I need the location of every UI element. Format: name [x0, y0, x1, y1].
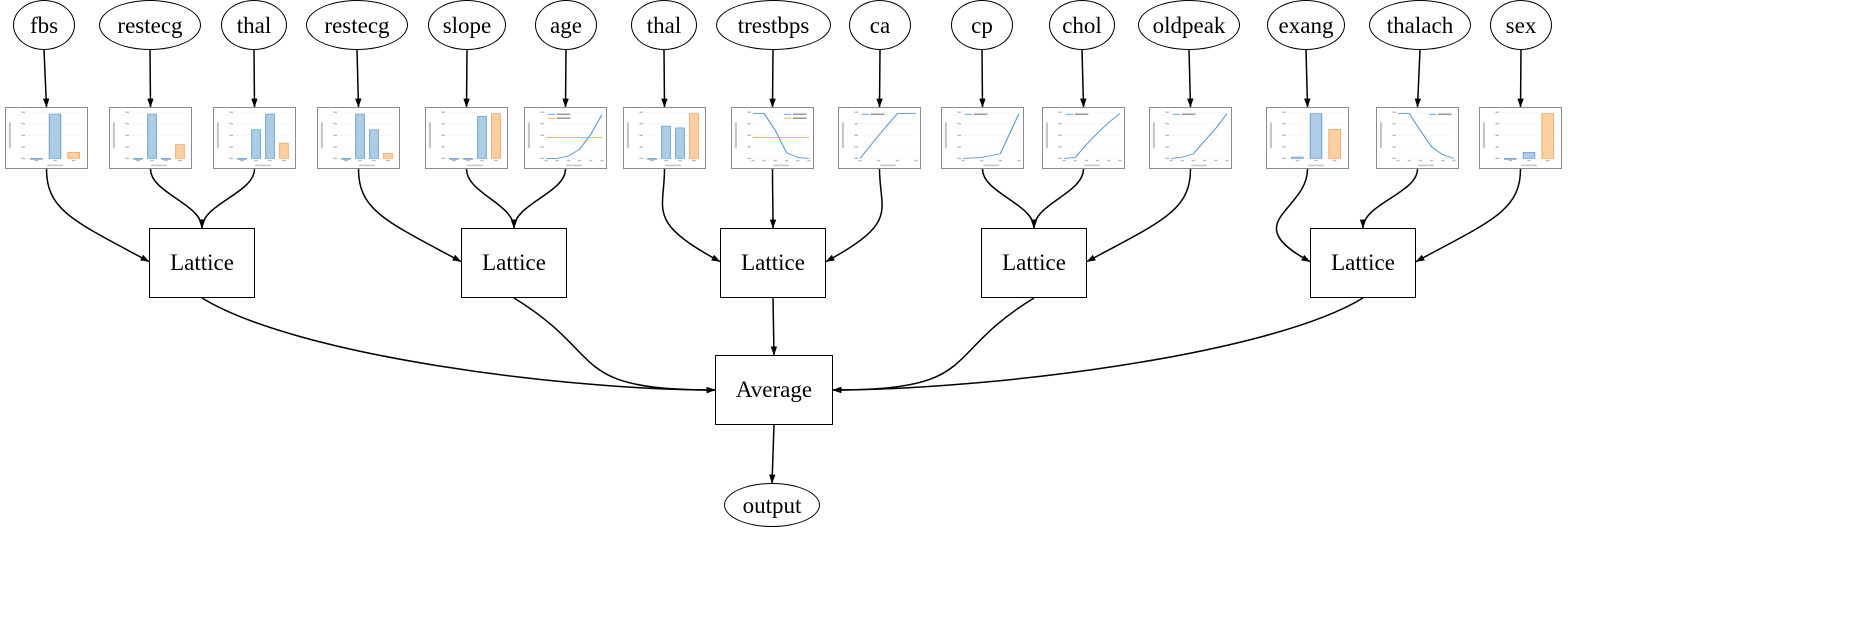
calibrator-chart-sex-14[interactable]	[1479, 107, 1562, 169]
input-node-fbs[interactable]: fbs	[13, 0, 75, 50]
edge-cal11-to-lat3	[1086, 168, 1192, 263]
edge-in5-to-cal5	[562, 49, 569, 108]
calibrator-chart-thal-2[interactable]	[213, 107, 296, 169]
input-node-sex[interactable]: sex	[1490, 0, 1552, 50]
edge-in2-to-cal2	[251, 49, 258, 108]
edge-in9-to-cal9	[979, 49, 986, 108]
edge-in4-to-cal4	[463, 49, 470, 108]
input-node-label: slope	[442, 12, 492, 38]
calibrator-chart-thalach-13[interactable]	[1376, 107, 1459, 169]
edge-cal6-to-lat2	[661, 168, 721, 263]
calibrator-chart-slope-4[interactable]	[425, 107, 508, 169]
input-node-label: restecg	[324, 12, 390, 38]
lattice-node-4-label: Lattice	[1331, 250, 1395, 275]
input-node-label: sex	[1505, 12, 1537, 38]
input-node-slope[interactable]: slope	[428, 0, 506, 50]
input-node-label: thal	[646, 12, 682, 38]
edge-in11-to-cal11	[1187, 49, 1194, 108]
edge-in0-to-cal0	[42, 49, 50, 108]
edge-in3-to-cal3	[355, 49, 362, 108]
edge-lat0-to-avg	[201, 297, 716, 394]
edge-in10-to-cal10	[1080, 49, 1087, 108]
edge-in12-to-cal12	[1304, 49, 1311, 108]
edge-in6-to-cal6	[661, 49, 668, 108]
input-node-chol[interactable]: chol	[1049, 0, 1115, 50]
edge-in7-to-cal7	[769, 49, 776, 108]
edge-lat3-to-avg	[832, 297, 1035, 394]
calibrator-chart-trestbps-7[interactable]	[731, 107, 814, 169]
input-node-thal[interactable]: thal	[631, 0, 697, 50]
input-node-trestbps[interactable]: trestbps	[716, 0, 831, 50]
edge-in8-to-cal8	[876, 49, 883, 108]
edge-in1-to-cal1	[147, 49, 154, 108]
input-node-label: trestbps	[737, 12, 810, 38]
lattice-node-4[interactable]: Lattice	[1310, 228, 1416, 298]
input-node-age[interactable]: age	[535, 0, 597, 50]
edge-cal9-to-lat3	[981, 168, 1038, 229]
edge-cal7-to-lat2	[769, 168, 777, 229]
lattice-node-1-label: Lattice	[482, 250, 546, 275]
input-node-exang[interactable]: exang	[1267, 0, 1345, 50]
calibrator-chart-restecg-1[interactable]	[109, 107, 192, 169]
input-node-label: restecg	[117, 12, 183, 38]
input-node-oldpeak[interactable]: oldpeak	[1138, 0, 1240, 50]
input-node-label: fbs	[29, 12, 59, 38]
input-node-cp[interactable]: cp	[951, 0, 1013, 50]
calibrator-chart-cp-9[interactable]	[941, 107, 1024, 169]
input-node-thalach[interactable]: thalach	[1369, 0, 1471, 50]
input-node-label: exang	[1278, 12, 1334, 38]
calibrator-chart-age-5[interactable]	[524, 107, 607, 169]
edge-in14-to-cal14	[1517, 49, 1524, 108]
input-node-label: oldpeak	[1152, 12, 1226, 38]
input-node-restecg[interactable]: restecg	[99, 0, 201, 50]
edge-cal13-to-lat4	[1359, 168, 1419, 229]
edge-in13-to-cal13	[1414, 49, 1422, 108]
edge-cal14-to-lat4	[1415, 168, 1522, 263]
lattice-node-0-label: Lattice	[170, 250, 234, 275]
edge-cal1-to-lat0	[149, 168, 206, 229]
edge-avg-to-out	[769, 424, 776, 484]
edge-cal8-to-lat2	[825, 168, 883, 263]
lattice-node-0[interactable]: Lattice	[149, 228, 255, 298]
lattice-node-2[interactable]: Lattice	[720, 228, 826, 298]
calibrator-chart-oldpeak-11[interactable]	[1149, 107, 1232, 169]
calibrator-chart-ca-8[interactable]	[838, 107, 921, 169]
input-node-thal[interactable]: thal	[221, 0, 287, 50]
input-node-label: age	[550, 12, 582, 38]
input-node-label: cp	[971, 12, 993, 38]
lattice-node-2-label: Lattice	[741, 250, 805, 275]
edge-lat1-to-avg	[513, 297, 716, 394]
calibrator-chart-fbs-0[interactable]	[5, 107, 88, 169]
lattice-node-1[interactable]: Lattice	[461, 228, 567, 298]
edge-lat4-to-avg	[832, 297, 1364, 394]
calibrator-chart-chol-10[interactable]	[1042, 107, 1125, 169]
lattice-node-3[interactable]: Lattice	[981, 228, 1087, 298]
edge-cal2-to-lat0	[198, 168, 256, 229]
edge-cal5-to-lat1	[510, 168, 567, 229]
input-node-label: chol	[1062, 12, 1102, 38]
output-node[interactable]: output	[724, 483, 820, 527]
edge-cal10-to-lat3	[1030, 168, 1085, 229]
edge-cal3-to-lat1	[357, 168, 462, 263]
calibrator-chart-thal-6[interactable]	[623, 107, 706, 169]
average-node-label: Average	[735, 377, 813, 402]
output-node-label: output	[742, 492, 802, 518]
input-node-label: thal	[236, 12, 272, 38]
input-node-label: ca	[869, 12, 891, 38]
edge-cal12-to-lat4	[1275, 168, 1311, 263]
edge-cal4-to-lat1	[465, 168, 518, 229]
input-node-restecg[interactable]: restecg	[306, 0, 408, 50]
edge-lat2-to-avg	[770, 297, 778, 356]
calibrator-chart-exang-12[interactable]	[1266, 107, 1349, 169]
edge-cal0-to-lat0	[45, 168, 150, 263]
input-node-label: thalach	[1386, 12, 1454, 38]
lattice-node-3-label: Lattice	[1002, 250, 1066, 275]
average-node[interactable]: Average	[715, 355, 833, 425]
calibrator-chart-restecg-3[interactable]	[317, 107, 400, 169]
input-node-ca[interactable]: ca	[849, 0, 911, 50]
